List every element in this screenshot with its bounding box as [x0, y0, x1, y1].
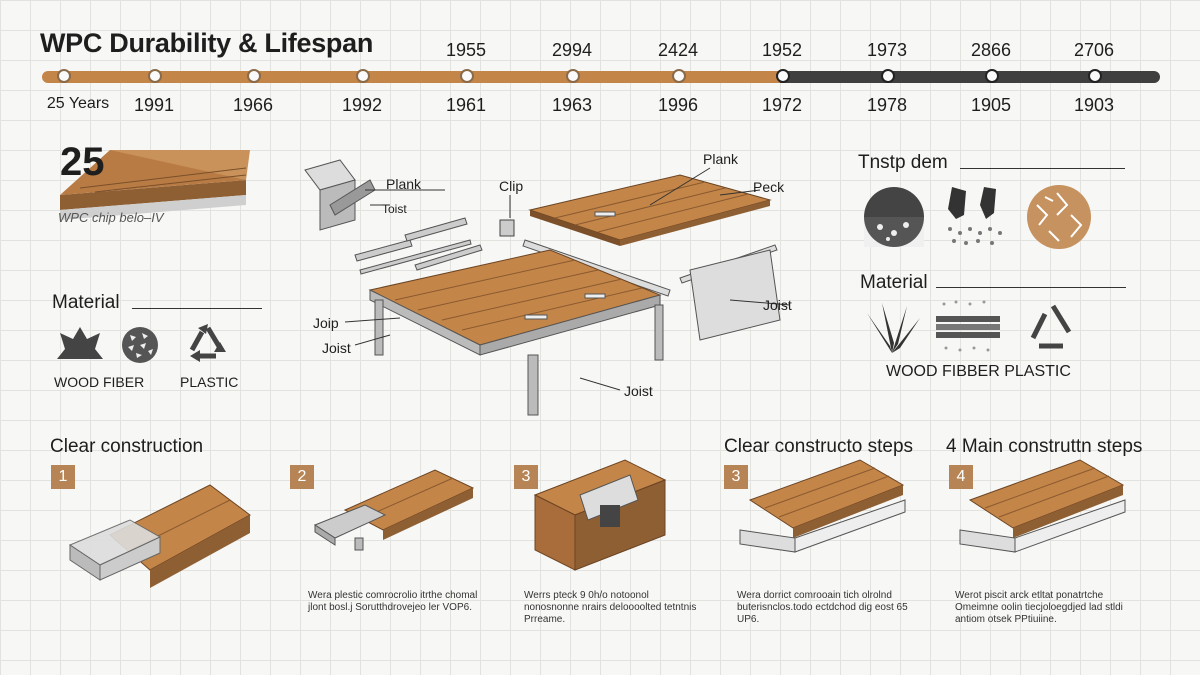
timeline-top-label: 1973: [866, 40, 908, 60]
step-number-4: 4: [949, 465, 973, 489]
callout-joist-right: Joist: [763, 297, 792, 313]
right-material-label: WOOD FIBBER PLASTIC: [886, 363, 1071, 380]
callout-clip: Clip: [499, 178, 524, 194]
timeline-bottom-label: 25 Years: [46, 95, 110, 112]
timeline-bottom-label: 1905: [970, 95, 1012, 115]
timeline-top-label: 1952: [761, 40, 803, 60]
wood-fiber-icon: [57, 327, 103, 359]
timeline-bottom-label: 1903: [1073, 95, 1115, 115]
step-number-3b: 3: [724, 465, 748, 489]
timeline-bottom-label: 1978: [866, 95, 908, 115]
step-1-illustration: [68, 484, 251, 588]
left-material-heading: Material: [52, 292, 120, 313]
top-plank-panel: [528, 174, 772, 246]
callout-plank-small: Plank: [386, 176, 422, 192]
timeline-bar: [42, 71, 1160, 83]
step-number-3: 3: [514, 465, 538, 489]
step-number-1: 1: [51, 465, 75, 489]
step-3-caption: Werrs pteck 9 0h/o notoonol nonosnonne n…: [524, 590, 697, 625]
test-heading: Tnstp dem: [858, 152, 948, 173]
step-4-caption: Werot piscit arck etltat ponatrtche Omei…: [955, 590, 1123, 625]
timeline-dot: [1088, 69, 1102, 83]
timeline-dot: [672, 69, 686, 83]
timeline-dot: [57, 69, 71, 83]
callout-toist: Toist: [382, 202, 407, 216]
timeline-bottom-label: 1996: [657, 95, 699, 115]
step-number-2: 2: [290, 465, 314, 489]
fiber-grass-icon: [867, 303, 920, 353]
left-material-divider: [132, 308, 262, 309]
timeline-dot: [247, 69, 261, 83]
deck-board-badge-graphic: [60, 150, 250, 220]
timeline-bottom-label: 1972: [761, 95, 803, 115]
timeline-top-label: 2866: [970, 40, 1012, 60]
construction-heading: Clear construction: [50, 436, 204, 457]
timeline-bottom-label: 1992: [341, 95, 383, 115]
timeline-top-label: 2994: [551, 40, 593, 60]
timeline-dot: [881, 69, 895, 83]
callout-joist-left: Joist: [322, 340, 351, 356]
step-4-illustration: [959, 459, 1126, 553]
wood-fiber-label: WOOD FIBER: [54, 374, 145, 390]
timeline-top-label: 2706: [1073, 40, 1115, 60]
plastic-label: PLASTIC: [180, 374, 239, 390]
step-3b-illustration: [739, 459, 906, 553]
timeline-dot: [356, 69, 370, 83]
right-material-heading: Material: [860, 272, 928, 293]
callout-joip: Joip: [313, 315, 339, 331]
badge-caption: WPC chip belo–IV: [58, 210, 164, 225]
callout-peck: Peck: [753, 179, 785, 195]
test-divider: [960, 168, 1125, 169]
weather-test-icon: [948, 187, 1002, 245]
step-3b-caption: Wera dorrict comrooain tich olrolnd bute…: [737, 590, 908, 625]
recycle-icon: [1030, 304, 1072, 349]
timeline-dot: [460, 69, 474, 83]
exploded-deck-diagram: [304, 159, 791, 416]
timeline-bottom-label: 1991: [133, 95, 175, 115]
timeline-bottom-label: 1966: [232, 95, 274, 115]
right-material-icons-row: [867, 300, 1072, 353]
timeline-dot: [148, 69, 162, 83]
timeline-dot: [776, 69, 790, 83]
timeline-top-label: 2424: [657, 40, 699, 60]
timeline-bottom-label: 1963: [551, 95, 593, 115]
timeline-dot: [566, 69, 580, 83]
step-2-illustration: [313, 469, 475, 551]
timeline-dot: [985, 69, 999, 83]
timeline-top-label: 1955: [445, 40, 487, 60]
wood-chips-icon: [122, 327, 158, 363]
construction-steps-heading: Clear constructo steps: [724, 436, 914, 457]
composite-board-icon: [936, 300, 1000, 352]
main-steps-heading: 4 Main construttn steps: [946, 436, 1143, 457]
page-title: WPC Durability & Lifespan: [40, 28, 374, 58]
main-deck-frame: [368, 249, 664, 416]
recycle-icon: [189, 324, 226, 362]
step-3-illustration: [533, 459, 667, 571]
right-material-divider: [936, 287, 1126, 288]
wood-grain-test-icon: [1027, 185, 1091, 249]
callout-joist-bottom: Joist: [624, 383, 653, 399]
water-test-icon: [864, 187, 924, 247]
callout-plank-top: Plank: [703, 151, 739, 167]
timeline-bottom-label: 1961: [445, 95, 487, 115]
test-icons-row: [864, 185, 1091, 249]
lifespan-number: 25: [60, 140, 105, 184]
clip-bracket-graphic: [304, 159, 376, 231]
step-2-caption: Wera plestic comrocrolio itrthe chomal j…: [308, 590, 478, 613]
